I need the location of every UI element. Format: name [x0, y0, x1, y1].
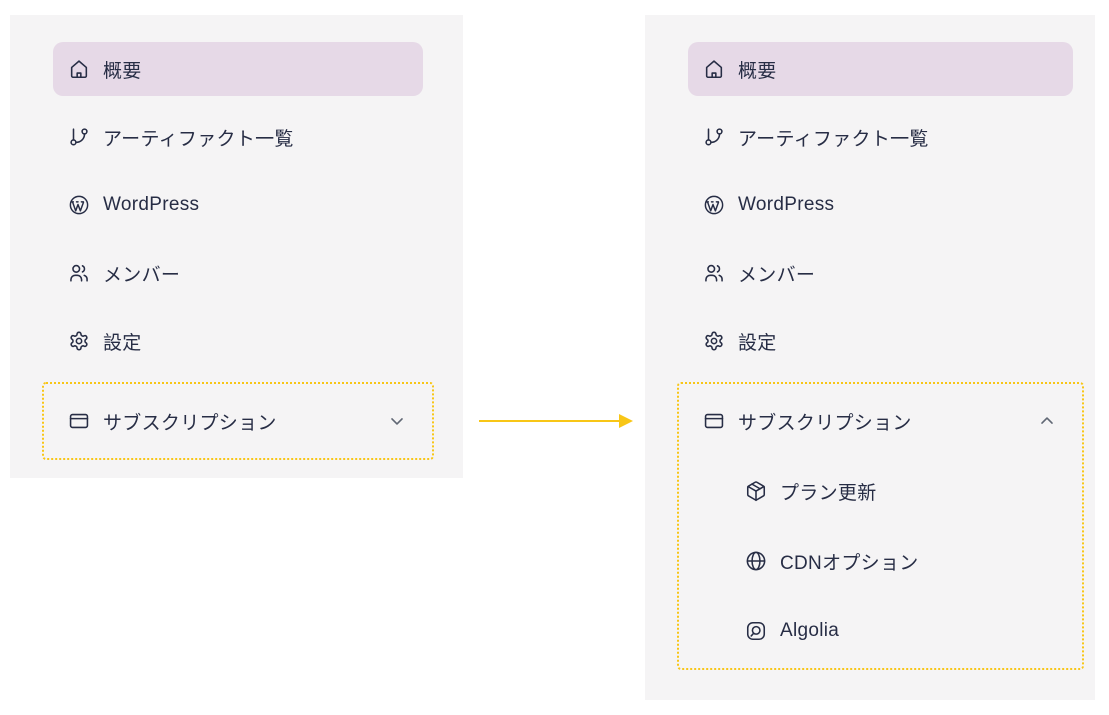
- sidebar-item-label: 概要: [103, 60, 142, 82]
- sidebar-item-overview[interactable]: 概要: [688, 42, 1073, 96]
- transition-arrow-head: [619, 414, 633, 428]
- home-icon: [68, 58, 90, 80]
- algolia-icon: [745, 620, 767, 642]
- sidebar-item-label: Algolia: [780, 620, 840, 641]
- sidebar-item-label: WordPress: [738, 194, 835, 215]
- highlight-box-collapsed: サブスクリプション: [42, 382, 434, 460]
- sidebar-item-wordpress[interactable]: WordPress: [688, 178, 1073, 232]
- git-branch-icon: [703, 126, 725, 148]
- sidebar-item-settings[interactable]: 設定: [688, 314, 1073, 368]
- sidebar-item-artifacts[interactable]: アーティファクト一覧: [688, 110, 1073, 164]
- sidebar-item-members[interactable]: メンバー: [53, 246, 423, 300]
- sidebar-item-settings[interactable]: 設定: [53, 314, 423, 368]
- sidebar-item-label: CDNオプション: [780, 552, 919, 574]
- chevron-up-icon[interactable]: [1037, 411, 1057, 431]
- users-icon: [68, 262, 90, 284]
- transition-arrow: [479, 420, 620, 422]
- highlight-box-expanded: サブスクリプション プラン更新 CDNオプション: [677, 382, 1084, 670]
- package-icon: [745, 480, 767, 502]
- sidebar-item-label: プラン更新: [780, 482, 877, 504]
- wordpress-icon: [703, 194, 725, 216]
- sidebar-item-label: メンバー: [103, 264, 181, 286]
- sidebar-item-label: 設定: [103, 332, 142, 354]
- sidebar-item-label: アーティファクト一覧: [103, 128, 294, 150]
- users-icon: [703, 262, 725, 284]
- sidebar-item-label: メンバー: [738, 264, 816, 286]
- sidebar-menu: 概要 アーティファクト一覧 WordPress メンバー: [645, 15, 1095, 670]
- sidebar-item-label: サブスクリプション: [738, 412, 912, 434]
- sidebar-subitem-algolia[interactable]: Algolia: [688, 604, 1073, 658]
- wordpress-icon: [68, 194, 90, 216]
- sidebar-item-label: アーティファクト一覧: [738, 128, 929, 150]
- home-icon: [703, 58, 725, 80]
- gear-icon: [68, 330, 90, 352]
- credit-card-icon: [703, 410, 725, 432]
- sidebar-item-label: 設定: [738, 332, 777, 354]
- credit-card-icon: [68, 410, 90, 432]
- git-branch-icon: [68, 126, 90, 148]
- sidebar-item-artifacts[interactable]: アーティファクト一覧: [53, 110, 423, 164]
- sidebar-item-members[interactable]: メンバー: [688, 246, 1073, 300]
- sidebar-after: 概要 アーティファクト一覧 WordPress メンバー: [645, 15, 1095, 700]
- sidebar-subitem-plan-renewal[interactable]: プラン更新: [688, 464, 1073, 518]
- sidebar-item-label: サブスクリプション: [103, 412, 277, 434]
- sidebar-subitem-cdn-option[interactable]: CDNオプション: [688, 534, 1073, 588]
- sidebar-item-label: 概要: [738, 60, 777, 82]
- sidebar-before: 概要 アーティファクト一覧 WordPress メンバー: [10, 15, 463, 478]
- sidebar-menu: 概要 アーティファクト一覧 WordPress メンバー: [10, 15, 463, 460]
- sidebar-item-wordpress[interactable]: WordPress: [53, 178, 423, 232]
- gear-icon: [703, 330, 725, 352]
- sidebar-item-subscription[interactable]: サブスクリプション: [688, 394, 1073, 448]
- sidebar-item-subscription[interactable]: サブスクリプション: [53, 394, 423, 448]
- sidebar-item-overview[interactable]: 概要: [53, 42, 423, 96]
- sidebar-item-label: WordPress: [103, 194, 200, 215]
- chevron-down-icon[interactable]: [387, 411, 407, 431]
- globe-icon: [745, 550, 767, 572]
